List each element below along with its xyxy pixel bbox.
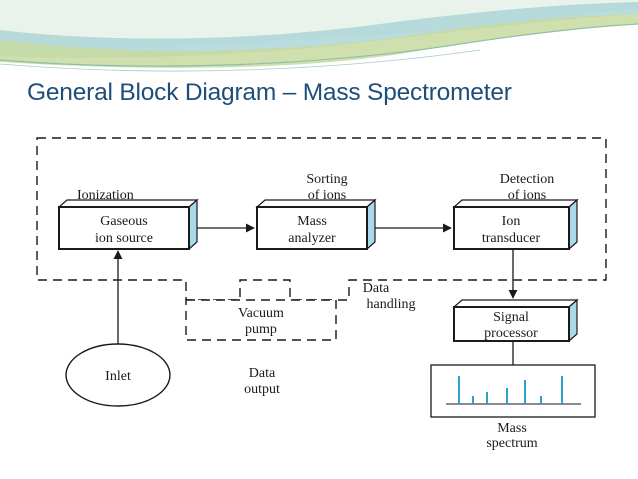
mass-analyzer-block: Mass analyzer — [255, 198, 377, 251]
mass-spectrum-label: spectrum — [486, 436, 537, 451]
mass-spectrum-display — [430, 364, 596, 418]
signal-processor-label: Signal — [493, 310, 529, 325]
data-output-label: output — [244, 382, 280, 397]
mass-analyzer-label: Mass — [297, 214, 327, 229]
sorting-label: Sorting — [306, 172, 347, 187]
ion-transducer-block: Ion transducer — [452, 198, 579, 251]
detection-label: of ions — [508, 188, 547, 203]
ion-source-label: Gaseous — [100, 214, 147, 229]
ion-source-label: ion source — [95, 231, 153, 246]
inlet-node: Inlet — [65, 343, 171, 407]
mass-spectrum-label: Mass — [497, 421, 527, 436]
vacuum-pump-label: pump — [245, 322, 277, 337]
detection-label: Detection — [500, 172, 554, 187]
ion-transducer-label: Ion — [502, 214, 521, 229]
ion-source-block: Gaseous ion source — [57, 198, 199, 251]
data-output-label: Data — [249, 366, 276, 381]
vacuum-enclosure — [36, 137, 607, 301]
sorting-label: of ions — [308, 188, 347, 203]
header-banner — [0, 0, 638, 78]
inlet-label: Inlet — [105, 369, 131, 384]
spectrum-peaks — [458, 376, 563, 404]
ionization-label: Ionization — [77, 188, 134, 203]
vacuum-pump-label: Vacuum — [238, 306, 284, 321]
data-handling-label: Data — [363, 281, 390, 296]
signal-processor-label: processor — [484, 326, 538, 341]
vacuum-pump-box — [185, 299, 337, 341]
data-handling-label: handling — [367, 297, 416, 312]
mass-analyzer-label: analyzer — [288, 231, 336, 246]
signal-processor-block: Signal processor — [452, 298, 579, 343]
ion-transducer-label: transducer — [482, 231, 541, 246]
slide-title: General Block Diagram – Mass Spectromete… — [27, 79, 512, 106]
